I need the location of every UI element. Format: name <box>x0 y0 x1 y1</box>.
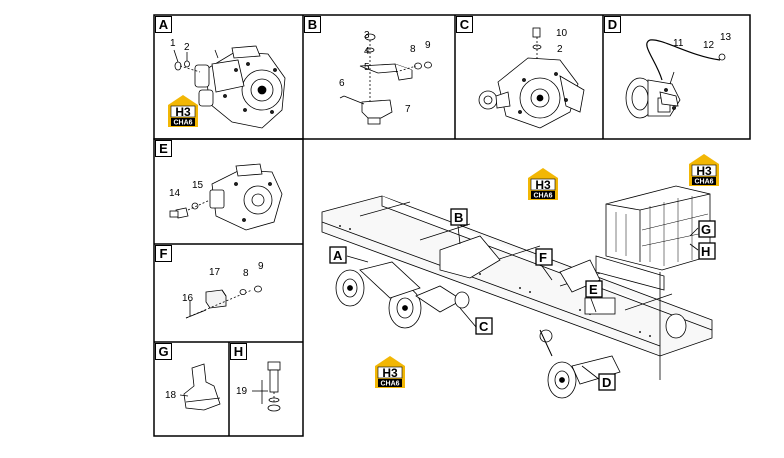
watermark-text-top: H3 <box>175 105 191 119</box>
panel-label-d: D <box>604 16 621 33</box>
callout-8-panel-f: 8 <box>243 268 249 279</box>
panel-c-artwork <box>478 27 585 129</box>
overview-leader-lines <box>346 225 699 381</box>
overview-label-b: B <box>454 210 463 225</box>
overview-label-c: C <box>479 319 489 334</box>
callout-13: 13 <box>720 32 732 43</box>
overview-label-d: D <box>602 375 611 390</box>
watermark-text-bottom: CHA6 <box>173 120 192 127</box>
grid-frame <box>153 14 751 437</box>
callout-19: 19 <box>236 386 248 397</box>
callout-12: 12 <box>703 40 715 51</box>
callout-5: 5 <box>364 62 370 73</box>
overview-label-g: G <box>701 222 711 237</box>
callout-11: 11 <box>673 38 684 49</box>
callout-7: 7 <box>405 104 411 115</box>
callout-8: 8 <box>410 44 416 55</box>
watermark-text-bottom: CHA6 <box>380 381 399 388</box>
watermark-text-bottom: CHA6 <box>694 179 713 186</box>
panel-label-a: A <box>155 16 172 33</box>
panel-a-artwork <box>173 45 286 129</box>
panel-label-e: E <box>155 140 172 157</box>
callout-2: 2 <box>184 42 190 53</box>
watermark-logo-2: H3 CHA6 <box>527 167 559 201</box>
panel-d-artwork <box>625 39 726 119</box>
overview-label-e: E <box>589 282 598 297</box>
panel-e-artwork <box>169 163 283 231</box>
callout-numbers: 1 2 3 4 5 6 7 8 9 10 2 11 12 13 14 15 16… <box>165 28 732 401</box>
panel-h-artwork <box>252 361 281 412</box>
callout-9-panel-f: 9 <box>258 261 264 272</box>
watermark-text-top: H3 <box>535 178 551 192</box>
overview-label-f: F <box>539 250 547 265</box>
watermark-text-bottom: CHA6 <box>533 193 552 200</box>
panel-label-g: G <box>155 343 172 360</box>
panel-g-artwork <box>179 363 221 411</box>
panel-label-b: B <box>304 16 321 33</box>
watermark-text-top: H3 <box>696 164 712 178</box>
callout-4: 4 <box>364 46 370 57</box>
watermark-logo-1: H3 CHA6 <box>167 94 199 128</box>
callout-17: 17 <box>209 267 221 278</box>
overview-letter-boxes <box>329 208 716 391</box>
callout-18: 18 <box>165 390 177 401</box>
panel-b-artwork <box>339 33 432 125</box>
overview-letters: A B C F E D G H <box>333 210 711 390</box>
overview-label-a: A <box>333 248 343 263</box>
watermark-text-top: H3 <box>382 366 398 380</box>
panel-f-artwork <box>185 285 262 319</box>
panel-label-f: F <box>155 245 172 262</box>
callout-16: 16 <box>182 293 194 304</box>
callout-3: 3 <box>364 30 370 41</box>
overview-label-h: H <box>701 244 710 259</box>
panel-label-c: C <box>456 16 473 33</box>
panel-label-h: H <box>230 343 247 360</box>
callout-14: 14 <box>169 188 181 199</box>
callout-2-panel-c: 2 <box>557 44 563 55</box>
callout-10: 10 <box>556 28 568 39</box>
callout-1: 1 <box>170 38 176 49</box>
callout-15: 15 <box>192 180 204 191</box>
watermark-logo-3: H3 CHA6 <box>688 153 720 187</box>
callout-6: 6 <box>339 78 345 89</box>
watermark-logo-4: H3 CHA6 <box>374 355 406 389</box>
callout-9: 9 <box>425 40 431 51</box>
